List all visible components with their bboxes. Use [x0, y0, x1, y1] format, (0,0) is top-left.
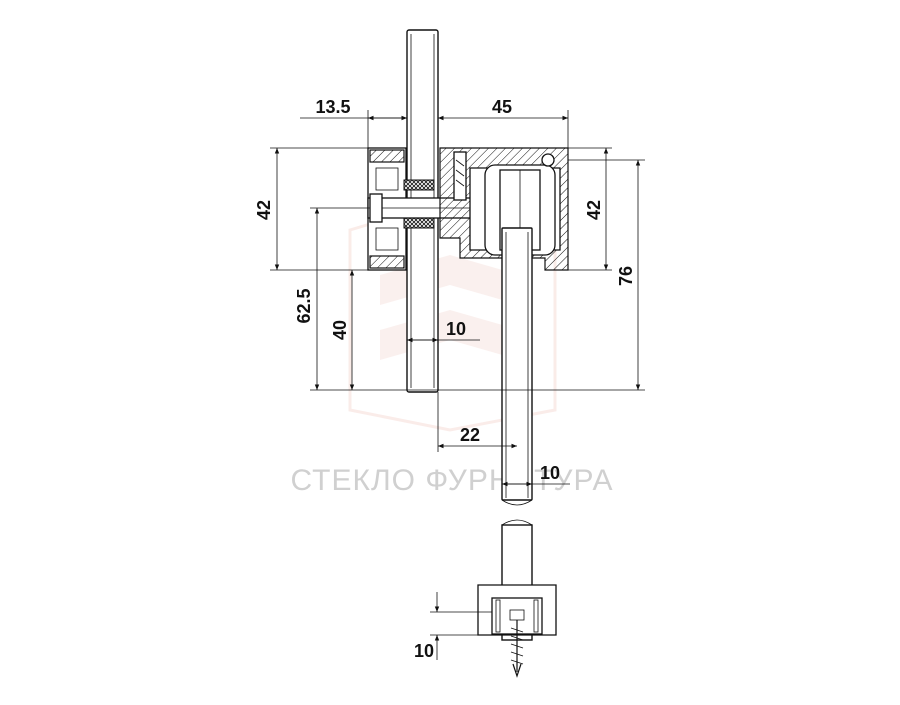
dim-10-lower: 10 [540, 463, 560, 483]
dim-76: 76 [616, 266, 636, 286]
dim-42-right: 42 [584, 200, 604, 220]
dim-10-bottom: 10 [414, 641, 434, 661]
dim-40: 40 [330, 320, 350, 340]
dim-62-5: 62.5 [294, 288, 314, 323]
floor-screw [510, 620, 524, 678]
dimension-lines [270, 110, 645, 660]
dim-10-upper: 10 [446, 319, 466, 339]
dim-22: 22 [460, 425, 480, 445]
dim-42-left: 42 [254, 200, 274, 220]
dim-13-5: 13.5 [315, 97, 350, 117]
watermark-text: СТЕКЛО ФУРНИТУРА [291, 464, 614, 497]
lower-glass-panel [501, 227, 533, 641]
dimension-labels: 13.5 45 42 42 76 62.5 40 10 22 10 10 [254, 97, 636, 661]
dim-45: 45 [492, 97, 512, 117]
